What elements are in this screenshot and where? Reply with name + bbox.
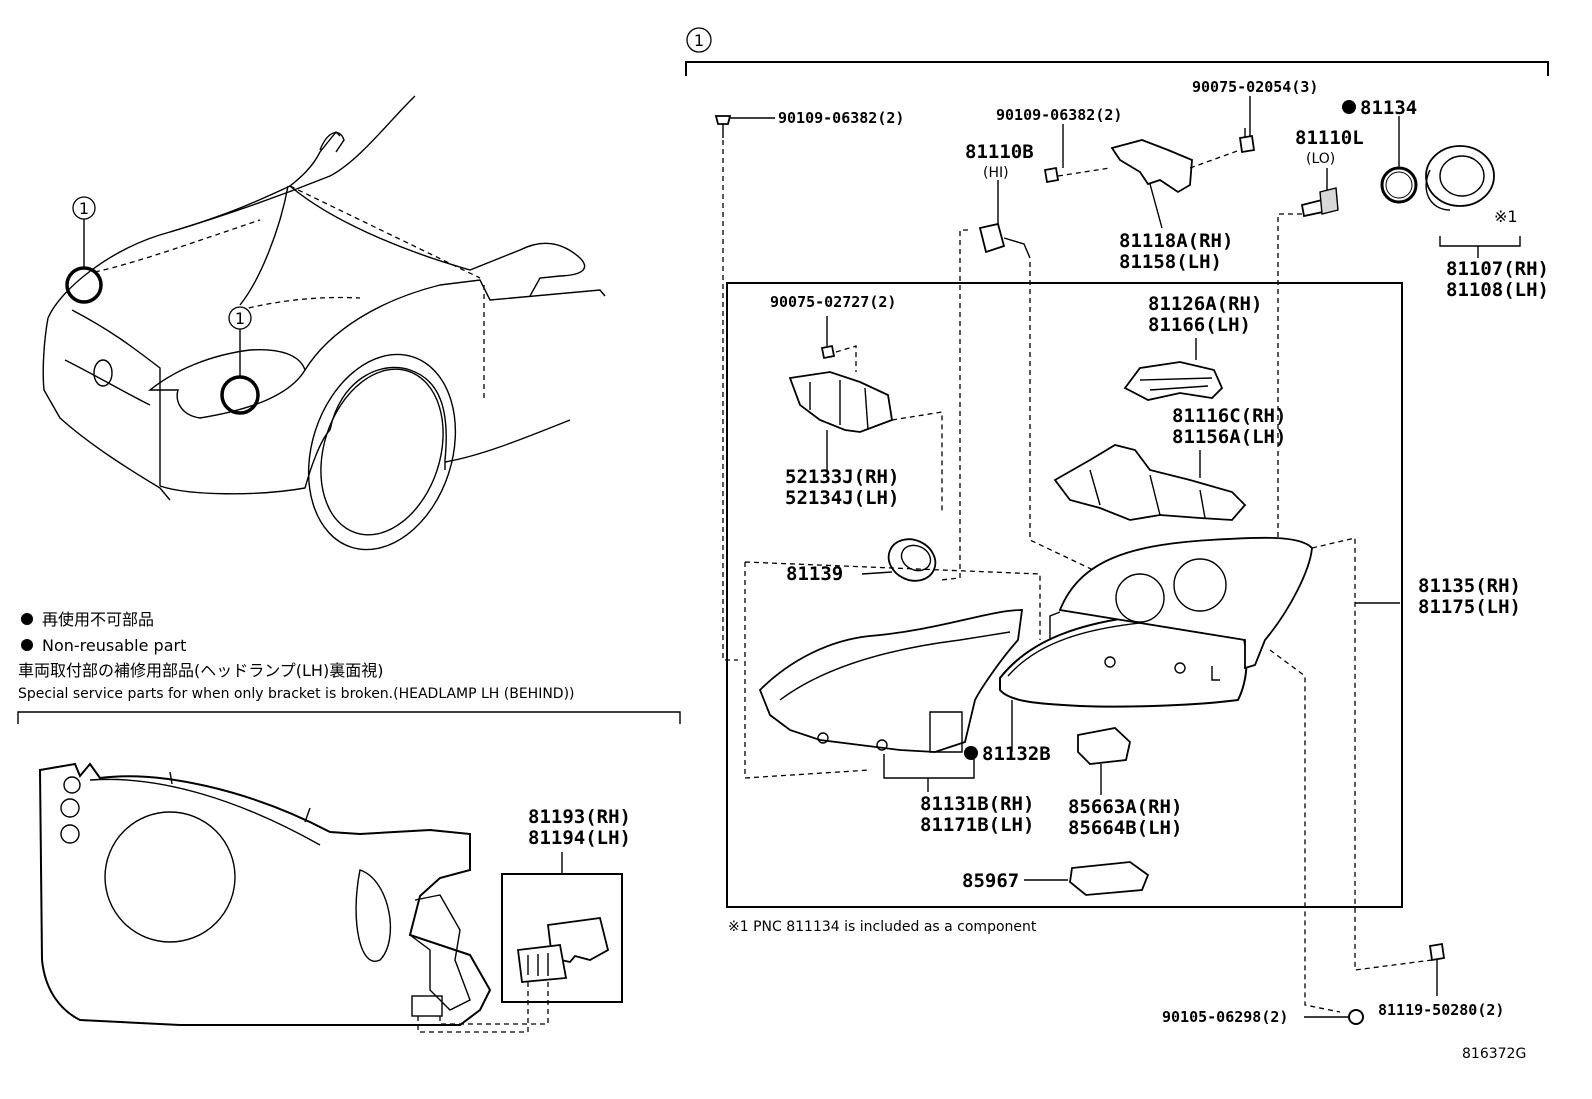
part-illustrations (714, 96, 1521, 1025)
label-81116c: 81116C(RH) (1172, 405, 1286, 427)
label-81135: 81135(RH) (1418, 575, 1521, 597)
label-81139: 81139 (786, 563, 843, 585)
callout-ref-car-1: 1 (79, 199, 89, 218)
label-81175: 81175(LH) (1418, 596, 1521, 618)
label-81132b: 81132B (982, 743, 1051, 765)
label-85664b: 85664B(LH) (1068, 817, 1182, 839)
label-mark-1: ※1 (1494, 207, 1518, 226)
label-81166: 81166(LH) (1148, 314, 1251, 336)
label-81119: 81119-50280(2) (1378, 1001, 1504, 1019)
label-90105: 90105-06298(2) (1162, 1008, 1288, 1026)
label-85663a: 85663A(RH) (1068, 796, 1182, 818)
label-81158: 81158(LH) (1119, 251, 1222, 273)
label-81131b: 81131B(RH) (920, 793, 1034, 815)
label-81193: 81193(RH) (528, 806, 631, 828)
label-81108: 81108(LH) (1446, 279, 1549, 301)
label-52134j: 52134J(LH) (785, 487, 899, 509)
label-90075-top: 90075-02054(3) (1192, 78, 1318, 96)
label-81118a: 81118A(RH) (1119, 230, 1233, 252)
legend-non-reusable-en: Non-reusable part (42, 636, 186, 655)
footnote: ※1 PNC 811134 is included as a component (728, 919, 1037, 935)
label-85967: 85967 (962, 870, 1019, 892)
legend-special-en: Special service parts for when only brac… (18, 686, 575, 702)
assembly-frame: 1 (685, 27, 1549, 908)
label-90109-mid: 90109-06382(2) (996, 106, 1122, 124)
callout-ref-assembly: 1 (694, 31, 704, 50)
label-52133j: 52133J(RH) (785, 466, 899, 488)
legend-non-reusable-jp: 再使用不可部品 (42, 610, 154, 629)
label-81110l-sub: (LO) (1306, 151, 1335, 167)
callout-ref-car-2: 1 (235, 309, 245, 328)
label-81194: 81194(LH) (528, 827, 631, 849)
part-labels: 90109-06382(2) 90109-06382(2) 90075-0205… (528, 78, 1549, 1062)
label-81110b-sub: (HI) (983, 165, 1009, 181)
legend-special-jp: 車両取付部の補修用部品(ヘッドランプ(LH)裏面視) (18, 661, 383, 680)
label-90109-left: 90109-06382(2) (778, 109, 904, 127)
label-81107: 81107(RH) (1446, 258, 1549, 280)
label-81126a: 81126A(RH) (1148, 293, 1262, 315)
headlamp-behind-view (38, 762, 623, 1033)
label-81171b: 81171B(LH) (920, 814, 1034, 836)
figure-id: 816372G (1462, 1046, 1526, 1062)
label-90075-mid: 90075-02727(2) (770, 293, 896, 311)
label-81156a: 81156A(LH) (1172, 426, 1286, 448)
label-81134: 81134 (1360, 97, 1417, 119)
legend: 再使用不可部品 Non-reusable part 車両取付部の補修用部品(ヘッ… (17, 610, 681, 724)
label-81110b: 81110B (965, 141, 1034, 163)
label-81110l: 81110L (1295, 127, 1364, 149)
car-front-illustration: 1 1 (42, 95, 606, 551)
